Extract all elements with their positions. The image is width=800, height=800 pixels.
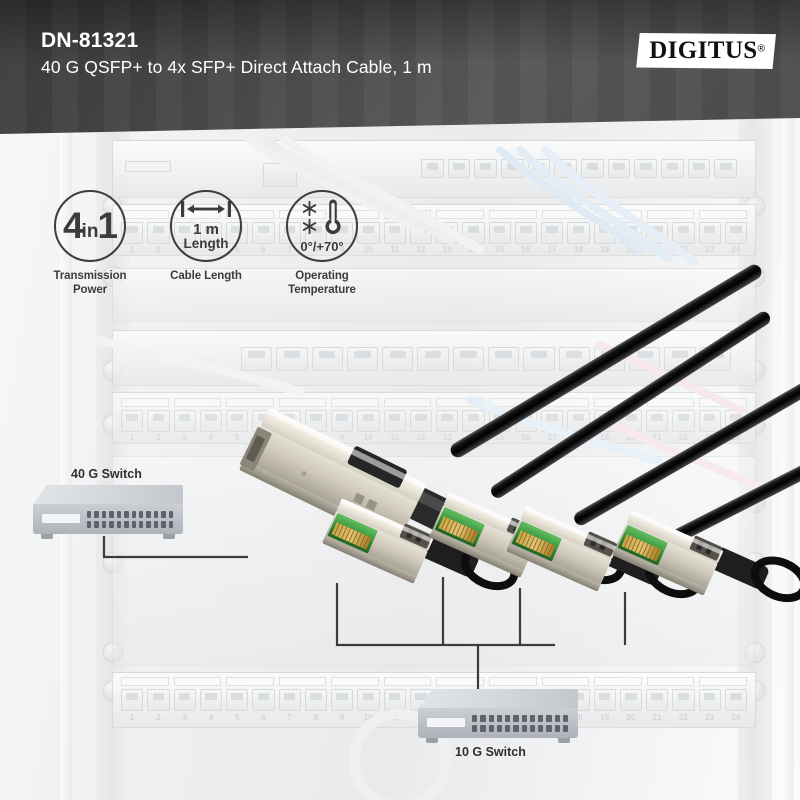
caption-line-1: Cable Length (170, 270, 242, 282)
cable-length-sublabel: Length (183, 236, 229, 252)
badge-caption-cable-length: Cable Length (148, 270, 264, 284)
badge-caption-operating-temperature: Operating Temperature (264, 270, 380, 297)
snowflake-icon-1 (302, 200, 317, 216)
product-sku: DN-81321 (41, 29, 139, 52)
product-subtitle: 40 G QSFP+ to 4x SFP+ Direct Attach Cabl… (41, 56, 432, 77)
digitus-logo-text: DIGITUS (649, 37, 758, 64)
double-arrow-icon (181, 200, 231, 217)
switch-40g-ports (87, 511, 174, 528)
length-arrow-icon: 1 m Length (170, 190, 242, 262)
switch-40g-indicator (42, 514, 80, 523)
badge-operating-temperature: 0°/+70° Operating Temperature (264, 190, 380, 297)
four-in-one-icon: 4 in 1 (54, 190, 126, 262)
header-text-block: DN-81321 40 G QSFP+ to 4x SFP+ Direct At… (41, 29, 432, 79)
snowflake-icon-2 (302, 218, 317, 234)
switch-40g (33, 485, 183, 539)
caption-line-2: Power (72, 283, 107, 296)
digitus-logo: DIGITUS® (636, 33, 776, 69)
registered-mark-icon: ® (757, 43, 765, 55)
four-in-one-digit-4: 4 (62, 204, 84, 246)
operating-temperature-value: 0°/+70° (300, 239, 344, 254)
four-in-one-digit-1: 1 (97, 204, 118, 246)
rack-frame-left (60, 115, 72, 800)
switch-40g-top (33, 485, 183, 505)
thermometer-snowflake-icon: 0°/+70° (286, 190, 358, 262)
caption-line-1: Operating (295, 270, 349, 282)
cable-length-value: 1 m (193, 220, 219, 238)
switch-10g-indicator (427, 718, 465, 727)
switch-40g-front (33, 504, 183, 534)
badge-cable-length: 1 m Length Cable Length (148, 190, 264, 284)
switch-10g-label: 10 G Switch (455, 745, 526, 759)
switch-40g-label: 40 G Switch (71, 467, 142, 481)
switch-10g-front (418, 708, 578, 738)
thermometer-icon (325, 199, 341, 235)
four-in-one-in: in (81, 220, 99, 242)
badge-caption-transmission-power: Transmission Power (32, 270, 148, 297)
caption-line-1: Transmission (53, 270, 127, 282)
switch-10g-top (418, 689, 578, 709)
switch-10g-ports (472, 715, 568, 732)
badge-transmission-power: 4 in 1 Transmission Power (32, 190, 148, 297)
caption-line-2: Temperature (288, 283, 356, 296)
switch-10g (418, 689, 578, 743)
